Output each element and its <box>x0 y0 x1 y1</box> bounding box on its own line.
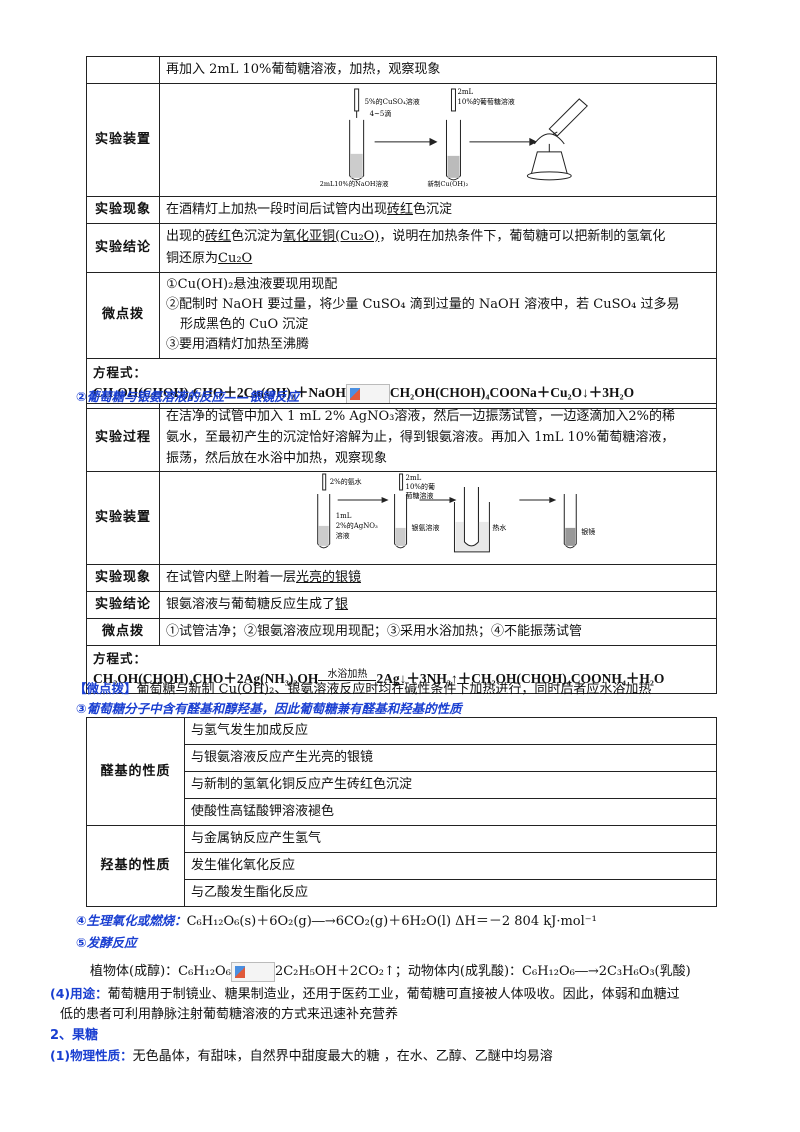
naoh-label: 2mL10%的NaOH溶液 <box>320 179 389 188</box>
silver-mirror-label: 银镜 <box>581 527 595 536</box>
silver-mirror-table: 实验过程 在洁净的试管中加入 1 mL 2% AgNO₃溶液，然后一边振荡试管，… <box>86 403 717 694</box>
cuso4-label: 5%的CuSO₄溶液 <box>365 97 420 106</box>
glucose-volume-label: 2mL <box>457 88 473 96</box>
process-label: 实验过程 <box>86 403 160 472</box>
agno3-label: 2%的AgNO₃ <box>336 521 378 530</box>
conclusion-text: 出现的砖红色沉淀为氧化亚铜(Cu₂O)，说明在加热条件下，葡萄糖可以把新制的氢氧… <box>159 222 717 273</box>
process-text: 在洁净的试管中加入 1 mL 2% AgNO₃溶液，然后一边振荡试管，一边逐滴加… <box>159 403 717 472</box>
phenomenon-label-2: 实验现象 <box>86 563 160 592</box>
apparatus-diagram-2: 2%的氨水 1mL 2%的AgNO₃ 溶液 2mL 10%的葡 萄糖溶液 银氨溶… <box>159 471 717 565</box>
phenomenon-text: 在酒精灯上加热一段时间后试管内出现砖红色沉淀 <box>159 195 717 224</box>
tips-label: 微点拨 <box>86 271 160 359</box>
setup-label: 实验装置 <box>86 83 160 197</box>
cu-oh-apparatus-svg: 5%的CuSO₄溶液 4~5滴 2mL10%的NaOH溶液 2mL 10%的葡萄… <box>320 88 588 188</box>
aldehyde-hydroxyl-heading: ③葡萄糖分子中含有醛基和醇羟基，因此葡萄糖兼有醛基和羟基的性质 <box>76 701 462 716</box>
properties-table: 醛基的性质 与氢气发生加成反应 与银氨溶液反应产生光亮的银镜 与新制的氢氧化铜反… <box>86 717 717 907</box>
glucose-solution-label: 萄糖溶液 <box>406 491 434 500</box>
condition-image-icon-2 <box>230 961 275 982</box>
aldehyde-item: 使酸性高锰酸钾溶液褪色 <box>184 798 717 826</box>
cu-oh-experiment-table: 再加入 2mL 10%葡萄糖溶液，加热，观察现象 实验装置 5%的CuSO₄溶液… <box>86 56 717 409</box>
tips-text: ①Cu(OH)₂悬浊液要现用现配 ②配制时 NaOH 要过量，将少量 CuSO₄… <box>159 271 717 359</box>
hot-water-label: 热水 <box>492 523 506 532</box>
setup-label-2: 实验装置 <box>86 471 160 565</box>
aldehyde-item: 与新制的氢氧化铜反应产生砖红色沉淀 <box>184 771 717 799</box>
cuoh-label: 新制Cu(OH)₂ <box>428 179 469 188</box>
hydroxyl-label: 羟基的性质 <box>86 825 185 907</box>
aldehyde-label: 醛基的性质 <box>86 717 185 826</box>
conclusion-label: 实验结论 <box>86 222 160 273</box>
phenomenon-text-2: 在试管内壁上附着一层光亮的银镜 <box>159 563 717 592</box>
empty-cell <box>86 56 160 84</box>
hydroxyl-item: 与乙酸发生酯化反应 <box>184 879 717 907</box>
hydroxyl-item: 与金属钠反应产生氢气 <box>184 825 717 853</box>
physical-property-line: (1)物理性质：无色晶体，有甜味，自然界中甜度最大的糖 ，在水、乙醇、乙醚中均易… <box>50 1048 553 1064</box>
step-text: 再加入 2mL 10%葡萄糖溶液，加热，观察现象 <box>159 56 717 84</box>
glucose-label: 10%的葡萄糖溶液 <box>457 97 514 106</box>
hydroxyl-item: 发生催化氧化反应 <box>184 852 717 880</box>
phenomenon-label: 实验现象 <box>86 195 160 224</box>
ammonia-label: 2%的氨水 <box>330 477 362 486</box>
silver-ammonia-label: 银氨溶液 <box>412 523 440 532</box>
water-bath-condition: 水浴加热 <box>318 670 377 682</box>
condition-image-icon <box>345 383 390 404</box>
fructose-heading: 2、果糖 <box>50 1028 99 1043</box>
agno3-solution-label: 溶液 <box>336 531 350 540</box>
glucose-volume-label-2: 2mL <box>406 474 422 482</box>
tips-text-2: ①试管洁净；②银氨溶液应现用现配；③采用水浴加热；④不能振荡试管 <box>159 617 717 646</box>
aldehyde-item: 与银氨溶液反应产生光亮的银镜 <box>184 744 717 772</box>
use-line-1: (4)用途：葡萄糖用于制镜业、糖果制造业，还用于医药工业，葡萄糖可直接被人体吸收… <box>50 986 680 1002</box>
aldehyde-item: 与氢气发生加成反应 <box>184 717 717 745</box>
tip-line: 【微点拨】葡萄糖与新制 Cu(OH)₂、银氨溶液反应时均在碱性条件下加热进行，同… <box>74 681 652 697</box>
tips-label-2: 微点拨 <box>86 617 160 646</box>
agno3-volume-label: 1mL <box>336 512 352 520</box>
apparatus-diagram-1: 5%的CuSO₄溶液 4~5滴 2mL10%的NaOH溶液 2mL 10%的葡萄… <box>159 83 717 197</box>
silver-apparatus-svg: 2%的氨水 1mL 2%的AgNO₃ 溶液 2mL 10%的葡 萄糖溶液 银氨溶… <box>317 473 595 553</box>
equation-label-2: 方程式： <box>93 651 148 667</box>
fermentation-heading: ⑤发酵反应 <box>76 935 137 950</box>
drops-label: 4~5滴 <box>370 109 392 118</box>
use-line-2: 低的患者可利用静脉注射葡萄糖溶液的方式来迅速补充营养 <box>60 1007 399 1022</box>
oxidation-line: ④生理氧化或燃烧：C₆H₁₂O₆(s)＋6O₂(g)―→6CO₂(g)＋6H₂O… <box>76 913 597 929</box>
glucose-conc-label: 10%的葡 <box>406 482 435 491</box>
conclusion-label-2: 实验结论 <box>86 590 160 619</box>
conclusion-text-2: 银氨溶液与葡萄糖反应生成了银 <box>159 590 717 619</box>
equation-label: 方程式： <box>93 364 148 380</box>
silver-mirror-heading: ②葡萄糖与银氨溶液的反应——银镜反应 <box>76 389 300 404</box>
